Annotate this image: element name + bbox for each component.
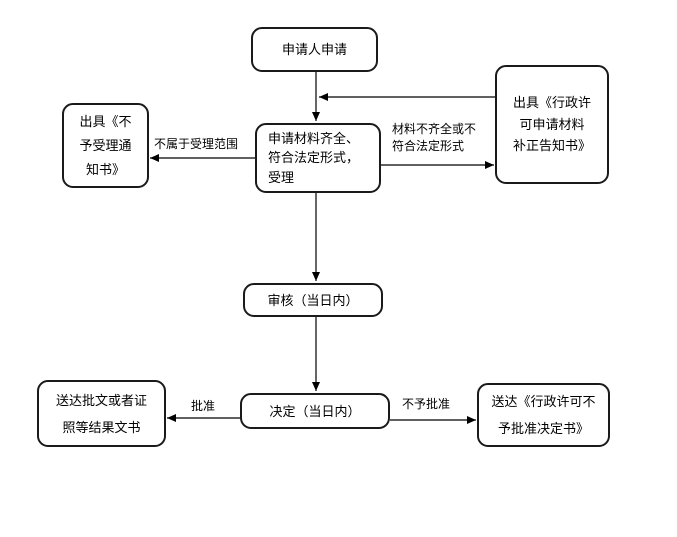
node-review: 审核（当日内）: [243, 283, 383, 317]
edge-label-incomplete-line-2: 符合法定形式: [392, 139, 465, 153]
node-supplement-notice-line-3: 补正告知书》: [512, 138, 591, 154]
node-approval-delivery: 送达批文或者证 照等结果文书: [37, 380, 166, 447]
node-supplement-notice-line-2: 可申请材料: [519, 116, 585, 132]
node-disapproval-delivery: 送达《行政许可不 予批准决定书》: [477, 383, 610, 447]
edge-label-incomplete: 材料不齐全或不 符合法定形式: [392, 121, 476, 155]
node-acceptance-line-2: 符合法定形式，: [268, 150, 360, 166]
node-applicant: 申请人申请: [251, 27, 378, 72]
node-approval-delivery-line-1: 送达批文或者证: [55, 392, 147, 408]
node-disapproval-delivery-line-1: 送达《行政许可不: [491, 394, 596, 409]
node-supplement-notice: 出具《行政许 可申请材料 补正告知书》: [495, 65, 609, 184]
node-applicant-label: 申请人申请: [281, 42, 347, 57]
node-decision-label: 决定（当日内）: [269, 403, 361, 419]
edge-label-incomplete-line-1: 材料不齐全或不: [392, 122, 477, 136]
node-acceptance-line-3: 受理: [268, 169, 295, 185]
node-reject-notice-line-3: 知书》: [85, 161, 125, 177]
node-supplement-notice-line-1: 出具《行政许: [512, 95, 591, 111]
edge-label-not-in-scope: 不属于受理范围: [154, 137, 239, 151]
node-decision: 决定（当日内）: [240, 393, 390, 429]
node-disapproval-delivery-line-2: 予批准决定书》: [497, 421, 589, 436]
node-review-label: 审核（当日内）: [267, 292, 359, 308]
node-reject-notice: 出具《不 予受理通 知书》: [62, 103, 149, 188]
edge-label-disapprove: 不予批准: [402, 397, 451, 411]
node-reject-notice-line-2: 予受理通: [79, 137, 132, 153]
node-acceptance-line-1: 申请材料齐全、: [268, 130, 360, 146]
node-acceptance: 申请材料齐全、 符合法定形式， 受理: [255, 123, 381, 193]
node-reject-notice-line-1: 出具《不: [79, 113, 132, 129]
edge-label-approve: 批准: [191, 399, 216, 413]
node-approval-delivery-line-2: 照等结果文书: [62, 419, 141, 435]
